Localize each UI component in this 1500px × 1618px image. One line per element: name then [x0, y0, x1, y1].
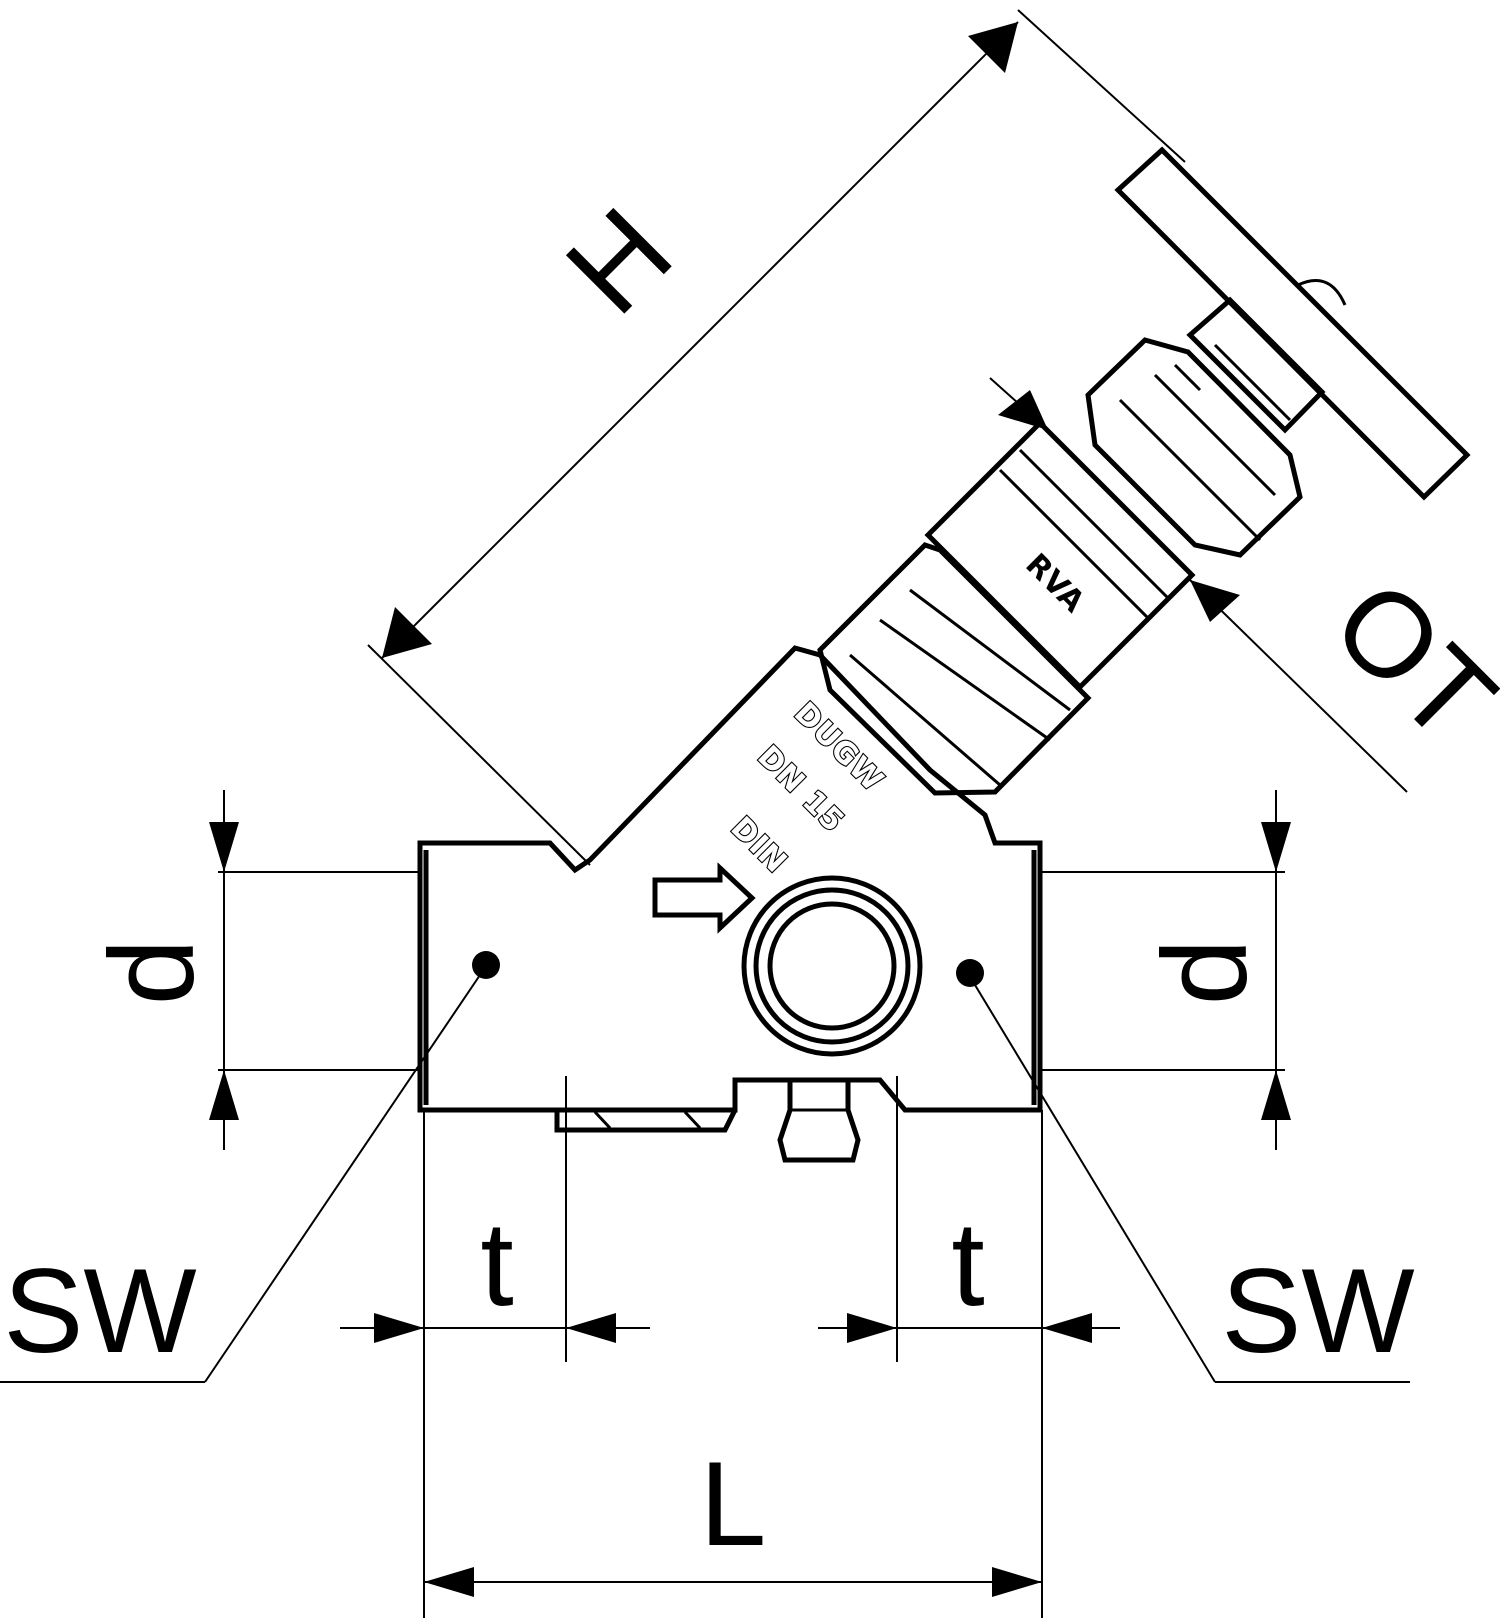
flow-arrow-shape — [652, 862, 756, 934]
diameter-right-dimension: d — [1040, 790, 1291, 1150]
bottom-plug-notch-1 — [593, 1110, 612, 1130]
standard-marking: DIN — [724, 810, 794, 880]
handwheel-nut — [1297, 279, 1347, 306]
thread-depth-right-label: t — [951, 1197, 984, 1331]
d-right-arrow-bottom — [1261, 1070, 1291, 1120]
bonnet-hex — [817, 542, 1092, 796]
right-port-center — [956, 959, 984, 987]
sw-left-leader — [204, 974, 481, 1383]
wrench-left-dimension: SW — [0, 974, 481, 1383]
h-extension-line-top — [1017, 9, 1186, 163]
thread-depth-right-dimension: t — [818, 1076, 1120, 1618]
bonnet-line-2 — [1018, 448, 1172, 602]
bottom-plug — [554, 1108, 738, 1133]
drain-spout — [777, 1080, 861, 1163]
diameter-left-label: d — [85, 939, 219, 1006]
h-arrow-top — [968, 22, 1018, 73]
bottom-plug-notch-2 — [683, 1110, 702, 1130]
outer-thread-label: OT — [1308, 555, 1500, 768]
test-port-ring — [753, 887, 911, 1045]
bonnet-hex-body — [817, 542, 1092, 796]
bottom-plug-body — [554, 1108, 738, 1133]
h-arrow-bottom — [382, 607, 432, 658]
d-left-arrow-bottom — [209, 1070, 239, 1120]
d-left-arrow-top — [209, 822, 239, 872]
height-label: H — [541, 183, 697, 339]
wrench-left-label: SW — [3, 1244, 196, 1378]
height-dimension: H — [367, 9, 1186, 866]
bonnet-line-1 — [998, 468, 1152, 622]
bonnet-hex-flat-1 — [849, 653, 1001, 787]
thread-depth-left-dimension: t — [340, 1076, 650, 1618]
ot-leader-line — [1189, 579, 1408, 793]
ot-arrow-top — [998, 390, 1048, 430]
bonnet-hex-flat-3 — [909, 588, 1071, 712]
handwheel — [1114, 146, 1471, 501]
wrench-right-dimension: SW — [974, 984, 1415, 1383]
gland-nut-body — [1085, 337, 1303, 558]
test-port — [741, 875, 923, 1057]
gland-nut-chamfer — [1173, 363, 1202, 392]
t-right-arrow-outer — [1042, 1313, 1092, 1343]
h-dimension-line — [381, 21, 1019, 659]
diameter-left-dimension: d — [85, 790, 420, 1150]
gland-nut-flat-1 — [1118, 398, 1262, 542]
bonnet-marking: RVA — [1018, 547, 1091, 620]
valve-body — [417, 645, 1043, 1113]
l-arrow-left — [424, 1567, 474, 1597]
flow-arrow — [652, 862, 756, 934]
test-port-bore — [767, 901, 897, 1031]
diameter-right-label: d — [1138, 939, 1272, 1006]
test-port-outer — [741, 875, 923, 1057]
t-left-arrow-inner — [566, 1313, 616, 1343]
t-right-arrow-inner — [847, 1313, 897, 1343]
length-dimension: L — [424, 1437, 1042, 1597]
sw-right-leader — [974, 984, 1216, 1383]
h-extension-line-bottom — [367, 644, 591, 866]
wrench-right-label: SW — [1221, 1244, 1414, 1378]
spindle-block — [1186, 296, 1326, 434]
valve-body-outline — [417, 645, 1043, 1113]
drain-spout-body — [777, 1080, 861, 1163]
bonnet-hex-flat-2 — [879, 618, 1051, 742]
spindle-line — [1213, 343, 1292, 422]
gland-nut-flat-2 — [1153, 373, 1277, 497]
t-left-arrow-outer — [374, 1313, 424, 1343]
left-port-center — [472, 951, 500, 979]
gland-nut — [1085, 337, 1303, 558]
bonnet-body — [924, 419, 1196, 691]
d-right-arrow-top — [1261, 822, 1291, 872]
l-arrow-right — [992, 1567, 1042, 1597]
thread-depth-left-label: t — [480, 1197, 513, 1331]
handwheel-disc — [1114, 146, 1471, 501]
bonnet: RVA — [924, 419, 1196, 691]
ot-arrow-bottom — [1190, 580, 1240, 622]
length-label: L — [700, 1437, 767, 1571]
